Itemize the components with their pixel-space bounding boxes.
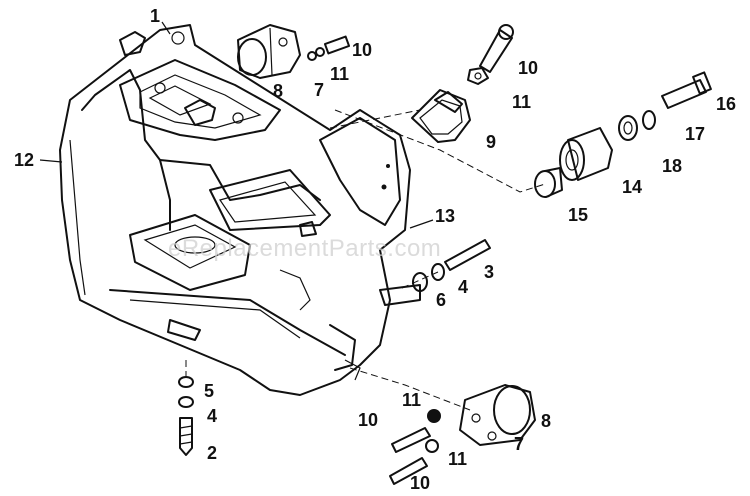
main-housing <box>59 24 421 396</box>
part-label-16: 16 <box>716 94 736 114</box>
assembly-lines <box>185 109 546 411</box>
part-label-2: 2 <box>207 443 217 463</box>
leader-lines <box>39 21 434 229</box>
part-label-18: 18 <box>662 156 682 176</box>
part-label-6: 6 <box>436 290 446 310</box>
part-number-callouts: 1 10 8 7 11 10 11 9 16 17 18 14 15 12 13… <box>14 6 736 493</box>
part-label-7: 7 <box>514 434 524 454</box>
mid-right-bolt <box>412 239 491 292</box>
part-label-11: 11 <box>330 64 349 84</box>
part-label-4: 4 <box>207 406 217 426</box>
part-label-11: 11 <box>512 92 531 112</box>
part-label-8: 8 <box>541 411 551 431</box>
lower-left-bolt <box>178 376 194 456</box>
part-label-4: 4 <box>458 277 468 297</box>
part-label-10: 10 <box>358 410 378 430</box>
part-label-17: 17 <box>685 124 705 144</box>
part-label-1: 1 <box>150 6 160 26</box>
part-label-10: 10 <box>518 58 538 78</box>
part-label-15: 15 <box>568 205 588 225</box>
part-label-3: 3 <box>484 262 494 282</box>
part-label-12: 12 <box>14 150 34 170</box>
part-label-8: 8 <box>273 81 283 101</box>
watermark: eReplacementParts.com <box>168 235 441 262</box>
part-label-7: 7 <box>314 80 324 100</box>
rubber-bumper <box>411 89 471 143</box>
part-label-11: 11 <box>448 449 467 469</box>
top-rubber-mount <box>237 24 301 79</box>
part-label-13: 13 <box>435 206 455 226</box>
part-label-14: 14 <box>622 177 642 197</box>
part-label-10: 10 <box>352 40 372 60</box>
part-label-5: 5 <box>204 381 214 401</box>
part-label-9: 9 <box>486 132 496 152</box>
top-screw-set <box>307 35 351 61</box>
upper-right-fasteners <box>467 24 514 85</box>
part-label-10: 10 <box>410 473 430 493</box>
part-label-11: 11 <box>402 390 421 410</box>
right-cylinder-stack <box>534 71 712 198</box>
bottom-rubber-mount <box>459 384 536 446</box>
bottom-fasteners <box>389 409 441 485</box>
